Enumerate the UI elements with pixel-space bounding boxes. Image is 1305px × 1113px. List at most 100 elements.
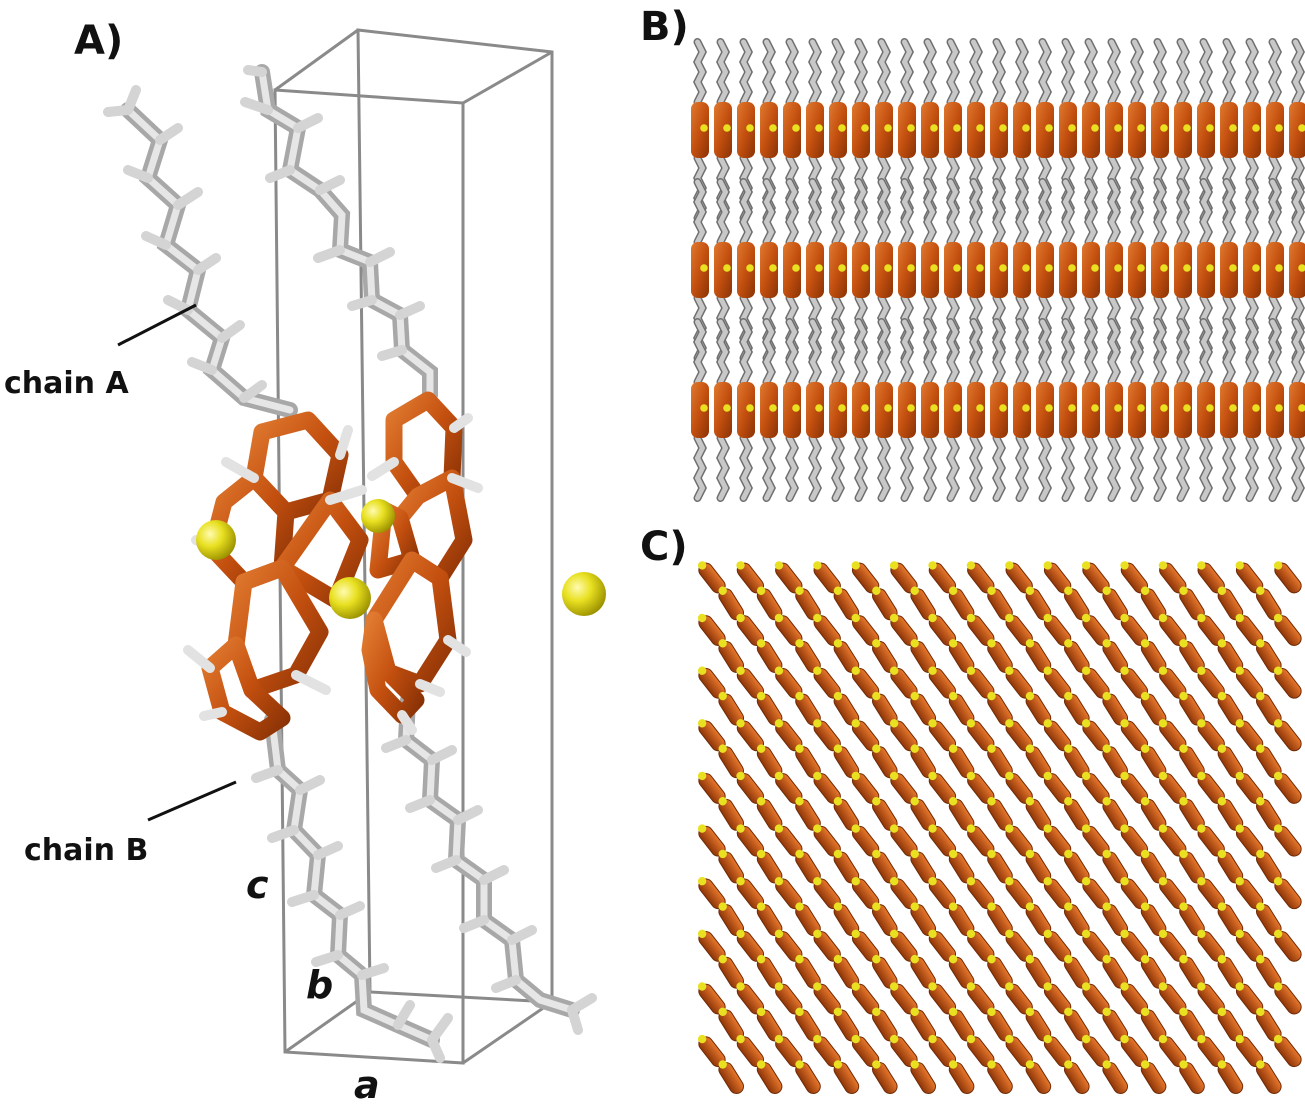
panel-a-label: A) xyxy=(74,18,123,64)
molecule-core xyxy=(795,797,821,831)
molecule-core xyxy=(1005,666,1033,699)
molecule-core xyxy=(987,797,1013,831)
molecule-core xyxy=(1064,1007,1090,1042)
molecule-core xyxy=(1140,1060,1167,1094)
molecule-core xyxy=(1025,849,1052,884)
molecule-core xyxy=(697,876,726,910)
molecule-core xyxy=(756,691,783,726)
molecule-core xyxy=(1273,824,1302,857)
molecule-core xyxy=(1217,1060,1244,1094)
molecule-core xyxy=(948,744,975,779)
molecule-core xyxy=(1235,929,1264,962)
molecule-core xyxy=(1043,824,1072,857)
molecule-core xyxy=(1235,876,1264,910)
molecule-core xyxy=(1120,824,1149,857)
molecule-core xyxy=(910,744,936,779)
molecule-core xyxy=(948,902,975,937)
molecule-core xyxy=(795,586,821,621)
molecule-core xyxy=(1025,691,1052,726)
panel-b-label: B) xyxy=(640,4,689,50)
molecule-core xyxy=(795,1060,821,1094)
molecule-core xyxy=(1158,719,1187,752)
molecule-core xyxy=(966,982,995,1015)
molecule-core xyxy=(948,586,975,621)
molecule-core xyxy=(1197,561,1225,594)
molecule-core xyxy=(872,639,898,673)
molecule-core xyxy=(1081,561,1110,594)
layered-packing-view xyxy=(691,38,1305,502)
molecule-core xyxy=(774,824,803,857)
molecule-core xyxy=(1064,639,1090,673)
molecule-core xyxy=(697,613,726,646)
molecule-core xyxy=(1102,639,1128,673)
molecule-core xyxy=(1043,666,1072,699)
molecule-core xyxy=(1043,929,1072,962)
molecule-core xyxy=(1025,1060,1052,1094)
molecule-core xyxy=(889,876,918,910)
chain-a-leader-line xyxy=(117,303,197,347)
alkyl-chain-lower-right xyxy=(381,692,597,1035)
molecule-core xyxy=(774,666,803,699)
molecule-core xyxy=(889,613,918,646)
panel-b: B) xyxy=(640,4,1305,502)
molecule-core xyxy=(833,639,860,673)
molecule-core xyxy=(1140,1007,1167,1042)
molecule-core xyxy=(1217,1007,1244,1042)
molecule-core xyxy=(756,902,783,937)
molecule-core xyxy=(1179,691,1205,726)
molecule-core xyxy=(1158,666,1187,699)
chain-b-label: chain B xyxy=(24,833,148,868)
molecule-core xyxy=(1197,1034,1225,1068)
molecule-core xyxy=(833,1060,860,1094)
molecule-core xyxy=(756,639,783,673)
molecule-core xyxy=(910,1060,936,1094)
molecule-core xyxy=(987,1060,1013,1094)
molecule-core xyxy=(813,561,841,594)
molecule-core xyxy=(1025,639,1052,673)
molecule-core xyxy=(813,666,841,699)
molecule-core xyxy=(966,666,995,699)
molecule-core xyxy=(889,1034,918,1068)
molecule-core xyxy=(948,1060,975,1094)
molecule-core xyxy=(718,1060,744,1094)
molecule-core xyxy=(1273,1034,1302,1068)
molecule-core xyxy=(1025,586,1052,621)
molecule-core xyxy=(910,691,936,726)
molecule-core xyxy=(928,613,957,646)
molecule-core xyxy=(1064,586,1090,621)
molecule-core xyxy=(889,561,918,594)
molecule-core xyxy=(1102,1060,1128,1094)
molecule-core xyxy=(813,824,841,857)
molecule-core xyxy=(1197,613,1225,646)
ring-hydrogens-right xyxy=(367,413,483,735)
molecule-core xyxy=(948,639,975,673)
axis-a-label: a xyxy=(354,1063,380,1107)
molecule-core xyxy=(718,1007,744,1042)
alkyl-chain-a xyxy=(103,85,298,418)
molecule-core xyxy=(1158,561,1187,594)
panel-c-label: C) xyxy=(640,524,688,570)
molecule-core xyxy=(851,771,880,804)
molecule-core xyxy=(774,982,803,1015)
molecule-core xyxy=(872,1060,898,1094)
molecule-core xyxy=(1179,586,1205,621)
molecule-core xyxy=(872,849,898,884)
molecule-core xyxy=(1005,561,1033,594)
molecule-core xyxy=(928,666,957,699)
molecule-core xyxy=(1273,561,1302,594)
molecule-core xyxy=(1235,719,1264,752)
molecule-core xyxy=(1140,954,1167,989)
alkyl-chain-upper-right xyxy=(240,64,438,403)
molecule-core xyxy=(1064,1060,1090,1094)
molecule-core xyxy=(1102,586,1128,621)
molecule-core xyxy=(1005,771,1033,804)
molecule-core xyxy=(1140,639,1167,673)
molecule-core xyxy=(1273,982,1302,1015)
molecule-core xyxy=(1120,561,1149,594)
molecule-core xyxy=(1256,1060,1282,1094)
molecule-core xyxy=(1158,929,1187,962)
molecule-core xyxy=(1273,613,1302,646)
molecule-core xyxy=(697,561,726,594)
molecule-core xyxy=(1273,771,1302,804)
molecule-core xyxy=(833,1007,860,1042)
